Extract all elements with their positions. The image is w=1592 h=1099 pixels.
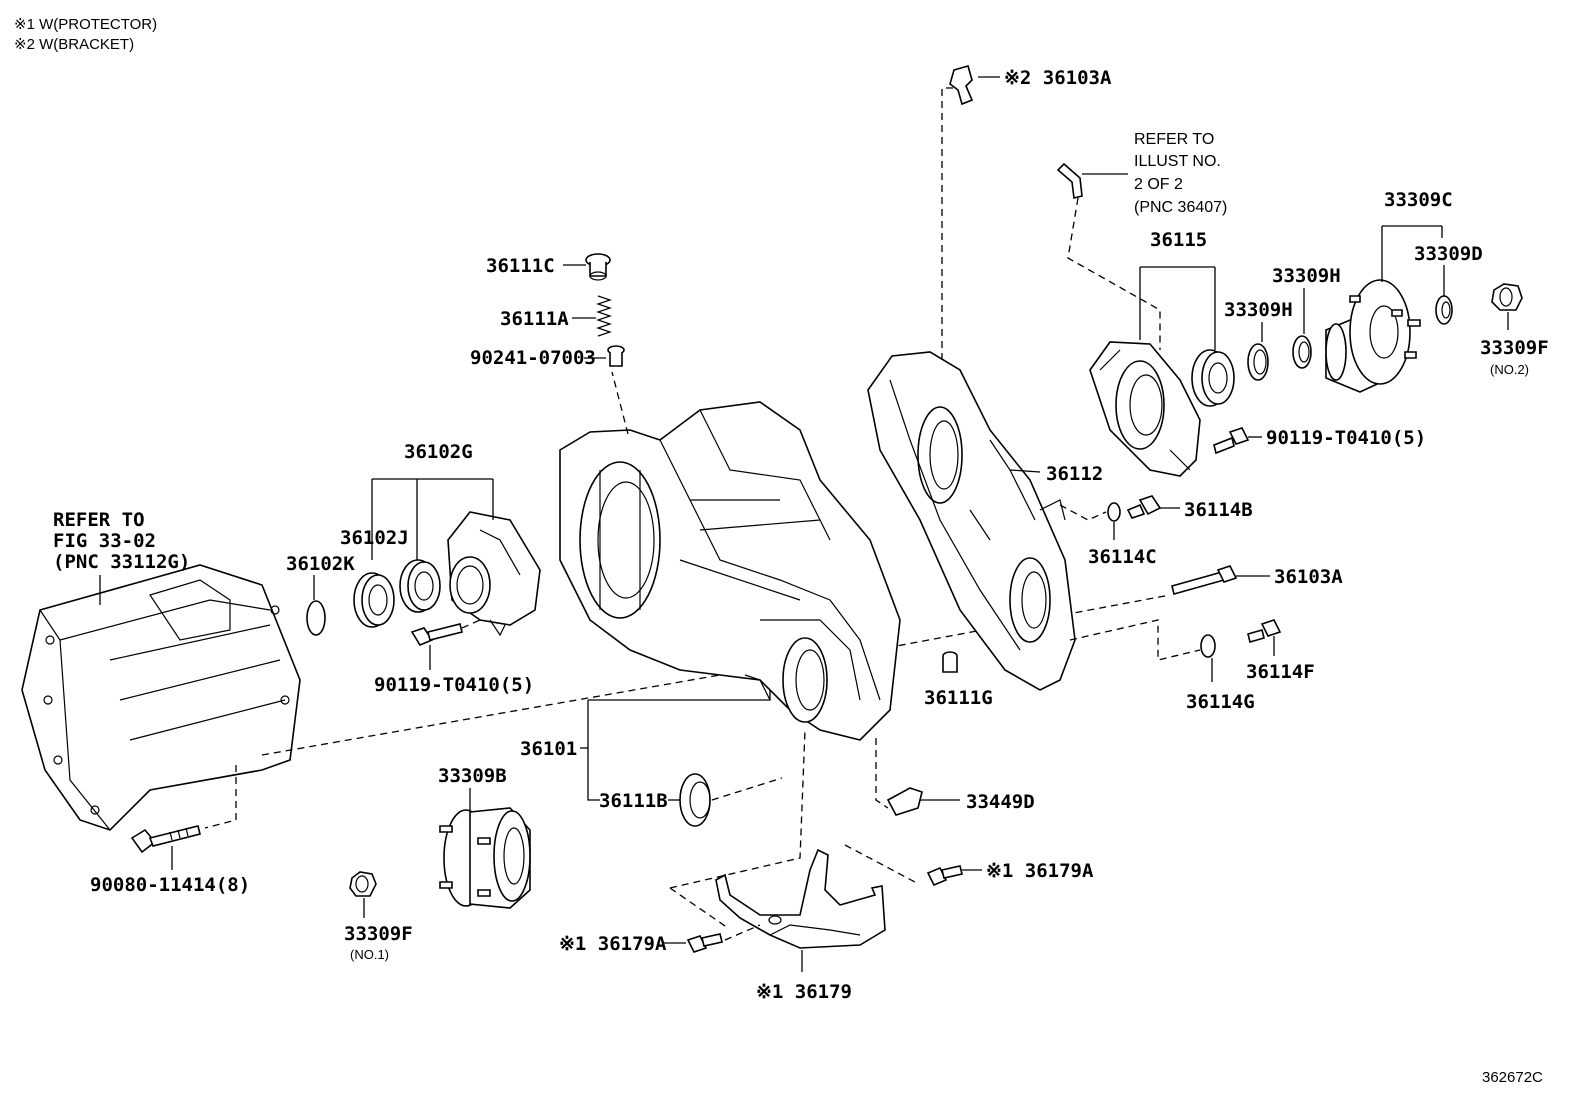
label-33309f-right-sub: (NO.2)	[1490, 362, 1529, 377]
bearing-retainer-36102g	[447, 511, 541, 637]
bolt-90119-left	[410, 623, 463, 647]
bolt-90080-11414	[130, 825, 201, 854]
refer-fig-33-02-note: REFER TO FIG 33-02 (PNC 33112G)	[53, 509, 190, 605]
svg-text:ILLUST NO.: ILLUST NO.	[1134, 153, 1221, 170]
washer-33309d	[1435, 295, 1453, 325]
label-33309d: 33309D	[1414, 243, 1483, 265]
label-36115: 36115	[1150, 229, 1207, 251]
svg-text:REFER TO: REFER TO	[53, 509, 145, 531]
retainer-36115	[1089, 341, 1201, 477]
label-36102g: 36102G	[404, 441, 473, 463]
bracket-36102g	[371, 478, 494, 560]
note-protector: ※1 W(PROTECTOR)	[14, 16, 157, 33]
bearing-36115	[1191, 349, 1235, 407]
bolt-36179a-right	[926, 865, 963, 887]
nut-33309f-no2	[1491, 283, 1523, 311]
label-33309f-left: 33309F	[344, 923, 413, 945]
washer-36114c	[1107, 502, 1121, 522]
label-33309f-left-sub: (NO.1)	[350, 947, 389, 962]
bolt-36114f	[1247, 619, 1282, 643]
label-90119-left: 90119-T0410(5)	[374, 674, 534, 696]
bearing-36102j-b	[399, 559, 441, 613]
bolt-36179a-left	[686, 933, 723, 953]
label-36111c: 36111C	[486, 255, 555, 277]
label-36103a-top: ※2 36103A	[1004, 67, 1112, 89]
svg-text:REFER TO: REFER TO	[1134, 131, 1214, 148]
label-33309c: 33309C	[1384, 189, 1453, 211]
label-33449d: 33449D	[966, 791, 1035, 813]
pin-36111g	[942, 651, 958, 673]
label-36101: 36101	[520, 738, 577, 760]
label-36112: 36112	[1046, 463, 1103, 485]
label-36179a-right: ※1 36179A	[986, 860, 1094, 882]
nut-33309f-no1	[349, 871, 377, 897]
label-36111b: 36111B	[599, 790, 668, 812]
label-36102k: 36102K	[286, 553, 355, 575]
transfer-case-36101	[559, 401, 901, 741]
label-36114b: 36114B	[1184, 499, 1253, 521]
extension-housing-drawing	[21, 564, 301, 831]
refer-illust-note: REFER TO ILLUST NO. 2 OF 2 (PNC 36407)	[1134, 131, 1227, 216]
figure-id: 362672C	[1482, 1069, 1543, 1086]
label-90241-07003: 90241-07003	[470, 347, 596, 369]
companion-flange-33309b	[439, 807, 531, 909]
label-90119-right: 90119-T0410(5)	[1266, 427, 1426, 449]
bearing-36102j-a	[353, 572, 395, 628]
svg-text:2 OF 2: 2 OF 2	[1134, 176, 1183, 193]
svg-text:(PNC 33112G): (PNC 33112G)	[53, 551, 190, 573]
oil-seal-36111b	[679, 773, 711, 827]
bolt-90119-right	[1213, 427, 1250, 455]
label-33309f-right: 33309F	[1480, 337, 1549, 359]
plug-90241-07003	[607, 345, 625, 367]
svg-text:(PNC 36407): (PNC 36407)	[1134, 199, 1227, 216]
svg-text:FIG 33-02: FIG 33-02	[53, 530, 156, 552]
label-36179a-left: ※1 36179A	[559, 933, 667, 955]
plug-36111c	[585, 253, 611, 281]
breather-hose-icon	[1056, 162, 1083, 199]
bolt-36103a	[1171, 565, 1238, 595]
label-36114g: 36114G	[1186, 691, 1255, 713]
label-36179: ※1 36179	[756, 981, 852, 1003]
label-36103a-mid: 36103A	[1274, 566, 1343, 588]
label-36111a: 36111A	[500, 308, 569, 330]
label-33309b: 33309B	[438, 765, 507, 787]
companion-flange-33309c	[1325, 279, 1421, 393]
seal-33309h-b	[1292, 335, 1312, 369]
bolt-36114b	[1126, 495, 1162, 519]
bracket-36103a	[949, 65, 974, 106]
rear-cover-36112	[867, 351, 1076, 691]
label-33309h-a: 33309H	[1224, 299, 1293, 321]
label-36111g: 36111G	[924, 687, 993, 709]
clip-33449d	[886, 787, 923, 816]
label-36102j: 36102J	[340, 527, 409, 549]
label-90080-11414: 90080-11414(8)	[90, 874, 250, 896]
spring-36111a	[596, 295, 612, 337]
label-36114c: 36114C	[1088, 546, 1157, 568]
protector-36179	[715, 848, 886, 949]
label-36114f: 36114F	[1246, 661, 1315, 683]
label-33309h-b: 33309H	[1272, 265, 1341, 287]
note-bracket: ※2 W(BRACKET)	[14, 36, 134, 53]
seal-33309h-a	[1247, 343, 1269, 381]
washer-36114g	[1200, 634, 1216, 658]
o-ring-36102k	[306, 600, 326, 636]
